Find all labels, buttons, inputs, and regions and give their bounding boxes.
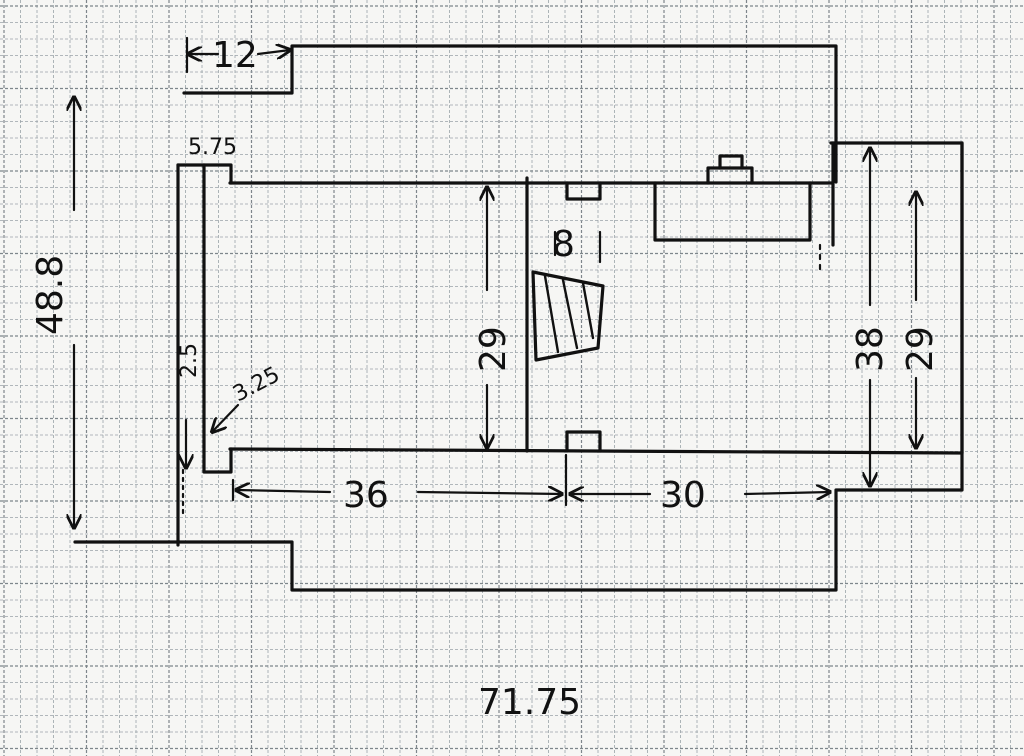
dim-small-opening: 8 [552, 224, 575, 265]
dim-overall-height: 48.8 [30, 255, 71, 335]
dim-right-height-outer: 38 [850, 326, 891, 372]
dim-left-span: 36 [343, 475, 389, 516]
dim-right-height-inner: 29 [900, 326, 941, 372]
dimension-lines [74, 36, 916, 528]
dim-left-gap: 2.5 [177, 343, 202, 378]
dim-inner-height: 29 [473, 326, 514, 372]
dim-wall-thickness: 5.75 [188, 135, 237, 160]
dim-overall-width: 71.75 [478, 682, 581, 723]
dim-top-offset: 12 [212, 35, 258, 76]
dim-right-span: 30 [660, 475, 706, 516]
dimension-labels: 12 5.75 48.8 2.5 3.25 29 8 38 29 36 30 7… [30, 35, 941, 723]
